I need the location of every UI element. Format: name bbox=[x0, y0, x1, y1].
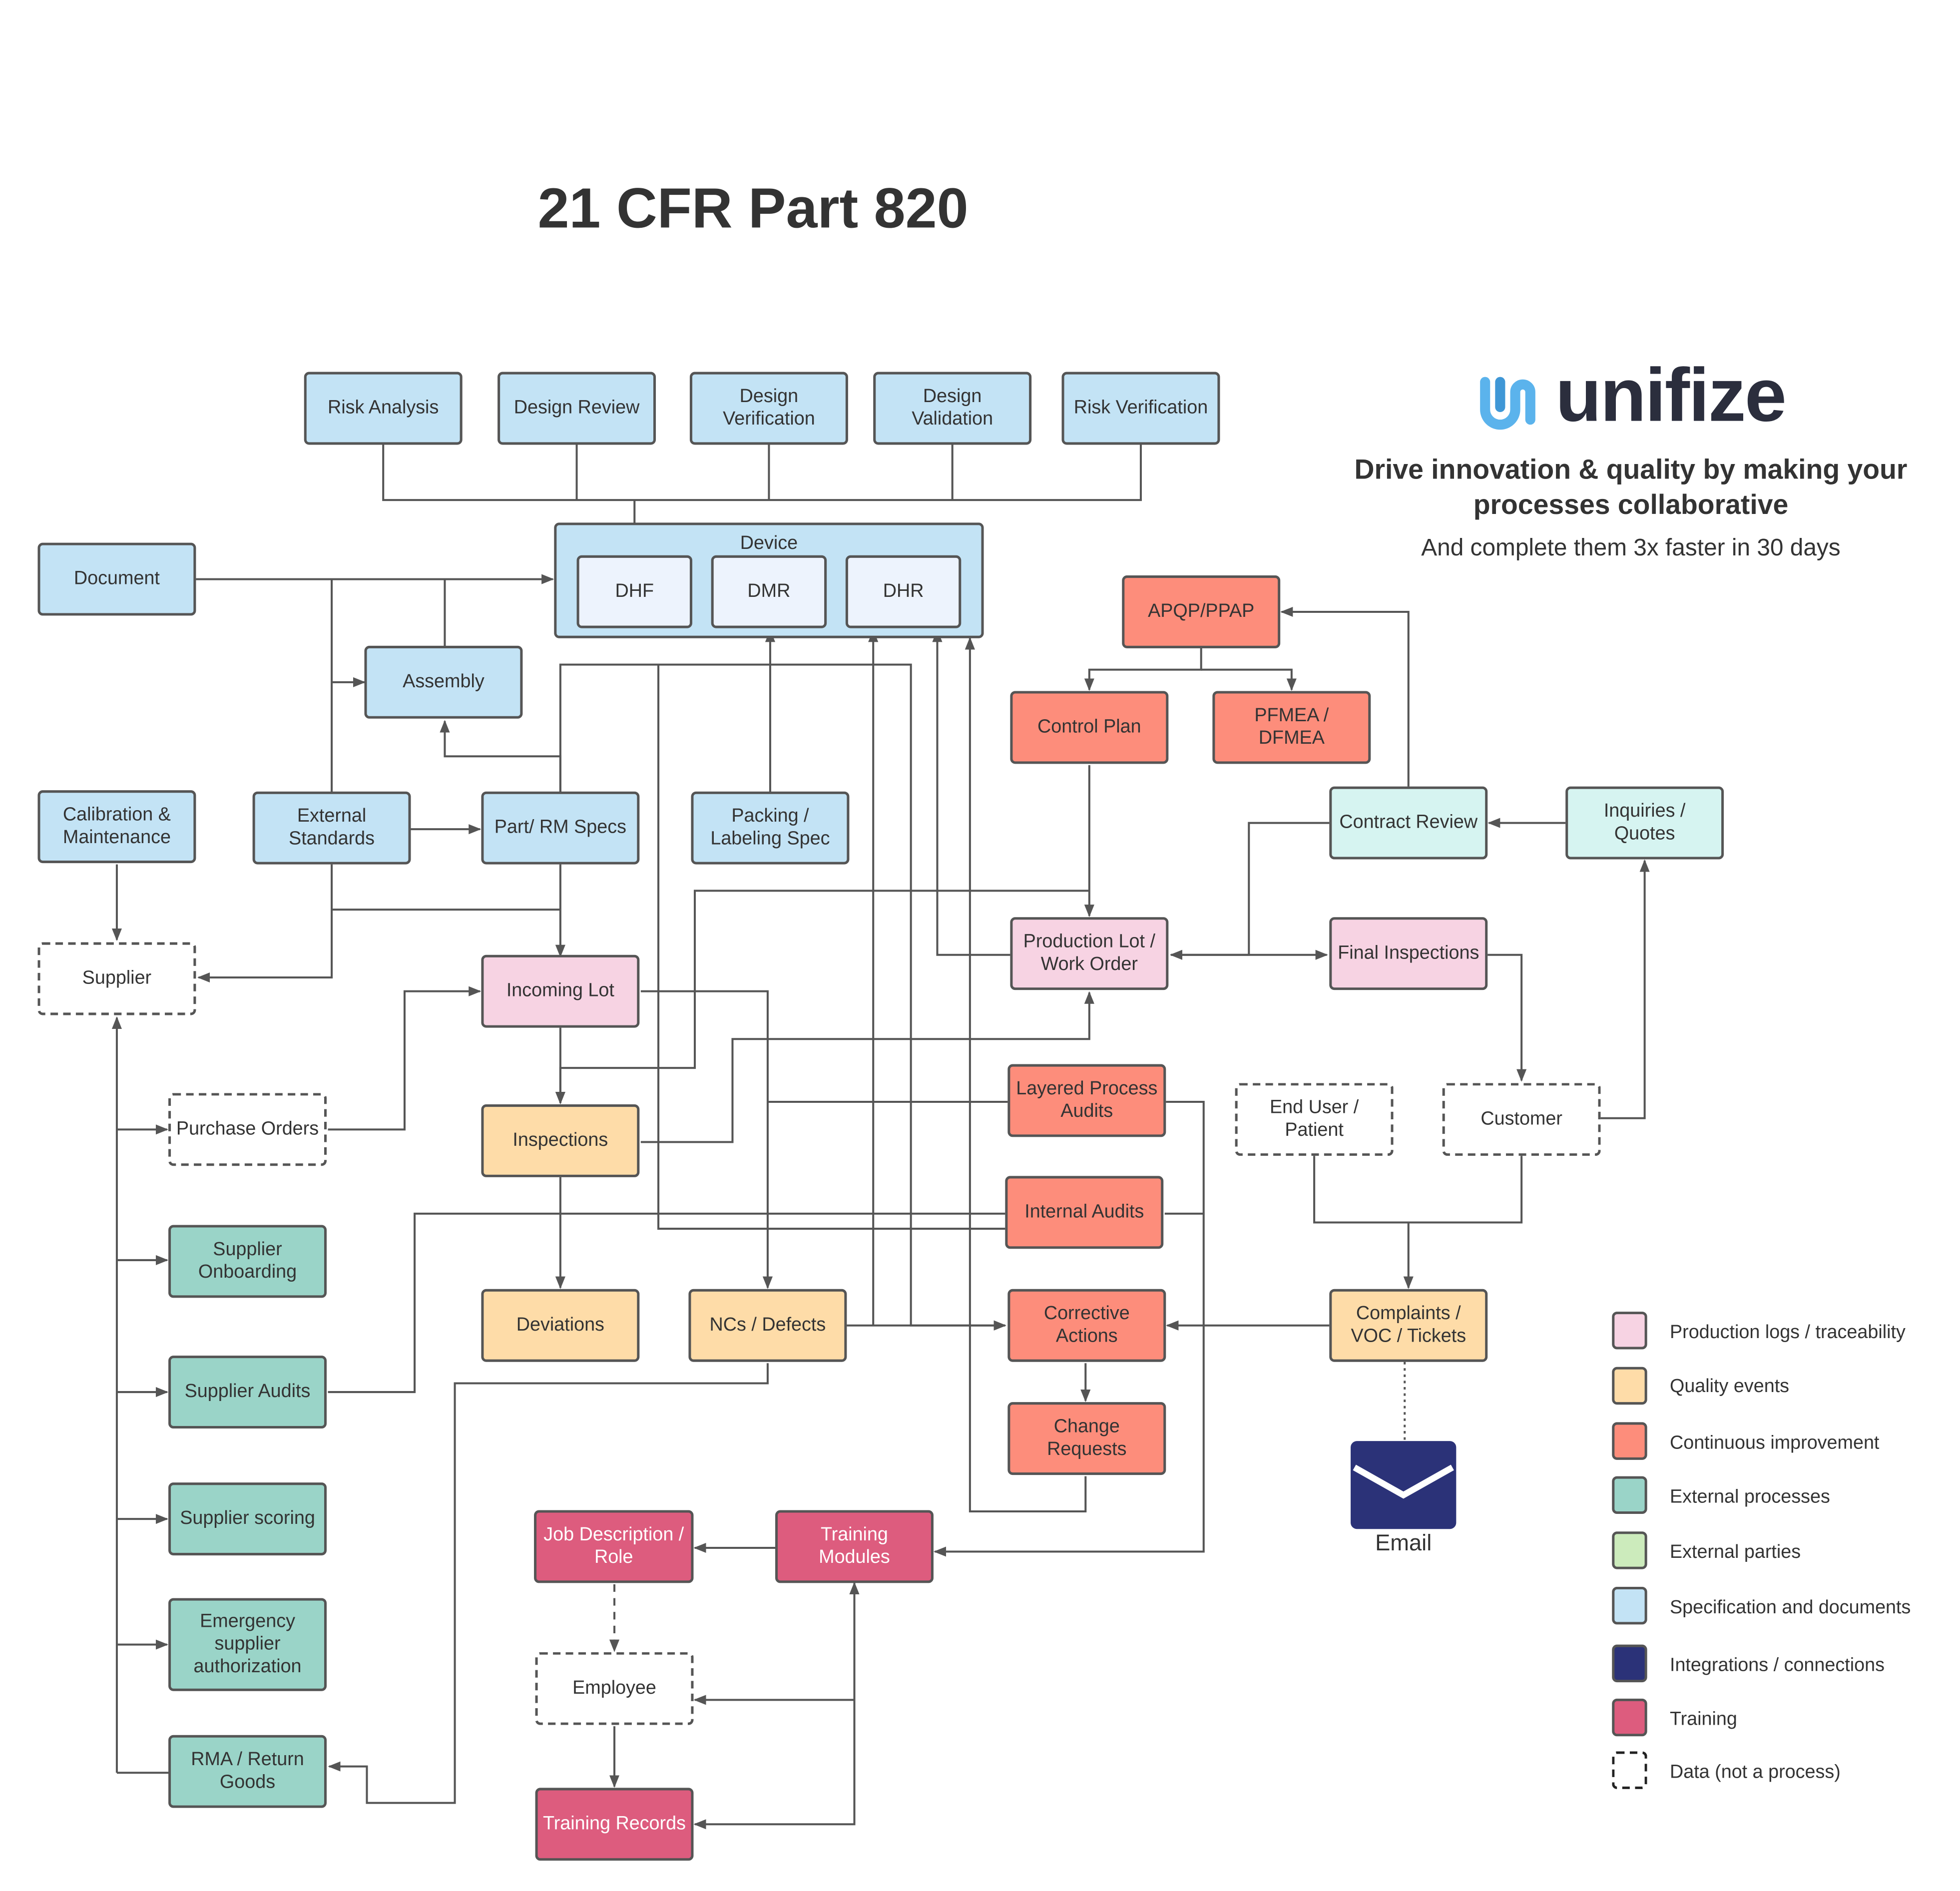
node-calibration-maintenance[interactable]: Calibration & Maintenance bbox=[37, 790, 196, 864]
node-control-plan[interactable]: Control Plan bbox=[1010, 691, 1169, 764]
node-dhf[interactable]: DHF bbox=[576, 555, 692, 628]
envelope-icon[interactable] bbox=[1350, 1440, 1458, 1530]
node-training-modules[interactable]: Training Modules bbox=[775, 1510, 934, 1583]
node-document[interactable]: Document bbox=[37, 542, 196, 616]
legend-item: External processes bbox=[1612, 1476, 1951, 1516]
legend-label: Continuous improvement bbox=[1669, 1432, 1880, 1454]
node-production-lot[interactable]: Production Lot / Work Order bbox=[1010, 917, 1169, 990]
node-design-verification[interactable]: Design Verification bbox=[689, 372, 848, 445]
node-corrective-actions[interactable]: Corrective Actions bbox=[1007, 1289, 1166, 1362]
node-final-inspections[interactable]: Final Inspections bbox=[1329, 917, 1488, 990]
node-complaints-voc-tickets[interactable]: Complaints / VOC / Tickets bbox=[1329, 1289, 1488, 1362]
legend-item: External parties bbox=[1612, 1531, 1951, 1571]
node-risk-verification[interactable]: Risk Verification bbox=[1061, 372, 1220, 445]
legend-item: Training bbox=[1612, 1698, 1951, 1739]
node-design-review[interactable]: Design Review bbox=[497, 372, 656, 445]
node-pfmea-dfmea[interactable]: PFMEA / DFMEA bbox=[1212, 691, 1371, 764]
node-internal-audits[interactable]: Internal Audits bbox=[1005, 1176, 1164, 1249]
node-purchase-orders[interactable]: Purchase Orders bbox=[168, 1093, 327, 1166]
legend-label: Training bbox=[1669, 1708, 1737, 1730]
legend-label: Specification and documents bbox=[1669, 1597, 1911, 1618]
node-employee[interactable]: Employee bbox=[535, 1652, 694, 1725]
node-part-rm-specs[interactable]: Part/ RM Specs bbox=[481, 791, 640, 865]
node-rma-return-goods[interactable]: RMA / Return Goods bbox=[168, 1735, 327, 1808]
node-customer[interactable]: Customer bbox=[1442, 1083, 1601, 1156]
node-supplier-onboarding[interactable]: Supplier Onboarding bbox=[168, 1225, 327, 1298]
device-label: Device bbox=[740, 532, 798, 554]
legend-label: External parties bbox=[1669, 1541, 1801, 1563]
legend-label: Integrations / connections bbox=[1669, 1654, 1885, 1676]
node-supplier-scoring[interactable]: Supplier scoring bbox=[168, 1482, 327, 1556]
legend-item: Data (not a process) bbox=[1612, 1751, 1951, 1791]
node-supplier-audits[interactable]: Supplier Audits bbox=[168, 1356, 327, 1429]
legend-label: Quality events bbox=[1669, 1376, 1790, 1398]
email-label: Email bbox=[1375, 1530, 1432, 1556]
unifize-logo: unifize bbox=[1477, 353, 1792, 442]
node-apqp-ppap[interactable]: APQP/PPAP bbox=[1122, 575, 1281, 648]
node-layered-process-audits[interactable]: Layered Process Audits bbox=[1007, 1064, 1166, 1137]
legend-swatch bbox=[1612, 1422, 1647, 1460]
legend-item: Continuous improvement bbox=[1612, 1422, 1951, 1462]
logo-wordmark: unifize bbox=[1555, 353, 1787, 438]
unifize-logo-mark-icon bbox=[1480, 377, 1535, 430]
node-risk-analysis[interactable]: Risk Analysis bbox=[304, 372, 463, 445]
node-packing-labeling-spec[interactable]: Packing / Labeling Spec bbox=[691, 791, 850, 865]
legend-swatch bbox=[1612, 1586, 1647, 1625]
legend-item: Specification and documents bbox=[1612, 1586, 1951, 1627]
legend-item: Production logs / traceability bbox=[1612, 1312, 1951, 1352]
node-contract-review[interactable]: Contract Review bbox=[1329, 786, 1488, 860]
subline: And complete them 3x faster in 30 days bbox=[1421, 535, 1841, 562]
legend-label: External processes bbox=[1669, 1486, 1830, 1508]
tagline: Drive innovation & quality by making you… bbox=[1354, 454, 1908, 520]
legend-swatch bbox=[1612, 1531, 1647, 1569]
legend-item: Quality events bbox=[1612, 1367, 1951, 1407]
node-job-description-role[interactable]: Job Description / Role bbox=[534, 1510, 694, 1583]
legend-label: Production logs / traceability bbox=[1669, 1322, 1906, 1343]
node-supplier[interactable]: Supplier bbox=[37, 942, 196, 1015]
node-ncs-defects[interactable]: NCs / Defects bbox=[688, 1289, 847, 1362]
legend-swatch bbox=[1612, 1367, 1647, 1405]
page-title: 21 CFR Part 820 bbox=[537, 176, 969, 240]
node-emergency-supplier-authorization[interactable]: Emergency supplier authorization bbox=[168, 1598, 327, 1691]
legend-swatch bbox=[1612, 1751, 1647, 1789]
legend-swatch bbox=[1612, 1644, 1647, 1683]
node-deviations[interactable]: Deviations bbox=[481, 1289, 640, 1362]
legend-swatch bbox=[1612, 1312, 1647, 1350]
legend-item: Integrations / connections bbox=[1612, 1644, 1951, 1685]
legend-swatch bbox=[1612, 1698, 1647, 1737]
node-inquiries-quotes[interactable]: Inquiries / Quotes bbox=[1565, 786, 1724, 860]
node-inspections[interactable]: Inspections bbox=[481, 1104, 640, 1177]
node-external-standards[interactable]: External Standards bbox=[252, 791, 411, 865]
legend-label: Data (not a process) bbox=[1669, 1761, 1841, 1783]
node-design-validation[interactable]: Design Validation bbox=[873, 372, 1032, 445]
node-incoming-lot[interactable]: Incoming Lot bbox=[481, 954, 640, 1028]
node-assembly[interactable]: Assembly bbox=[364, 645, 523, 719]
node-change-requests[interactable]: Change Requests bbox=[1007, 1402, 1166, 1475]
node-dhr[interactable]: DHR bbox=[845, 555, 962, 628]
node-end-user-patient[interactable]: End User / Patient bbox=[1235, 1083, 1394, 1156]
node-training-records[interactable]: Training Records bbox=[535, 1788, 694, 1861]
node-dmr[interactable]: DMR bbox=[711, 555, 827, 628]
legend-swatch bbox=[1612, 1476, 1647, 1514]
